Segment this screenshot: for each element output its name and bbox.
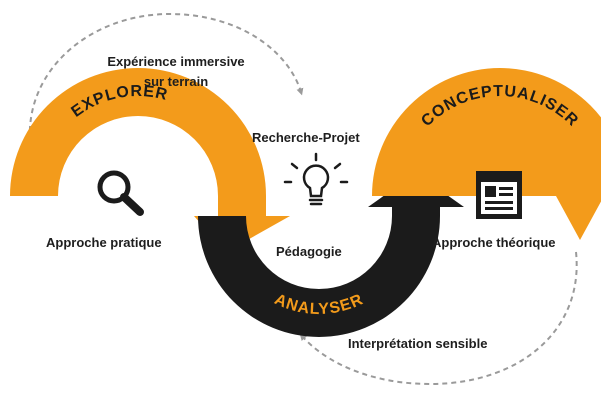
magnifier-icon [97,170,144,216]
analyse-band [198,173,464,337]
immersive-line-2: sur terrain [143,74,209,89]
dashed-arc-top [28,12,304,141]
research-project-label: Recherche-Projet [252,130,360,145]
lightbulb-icon [283,152,349,206]
pedagogy-label: Pédagogie [276,244,342,259]
document-icon [476,171,522,219]
practical-approach-label: Approche pratique [46,235,162,250]
explore-band [10,68,290,252]
immersive-experience-label: Expérience immersive sur terrain [88,52,264,92]
sensitive-interpretation-label: Interprétation sensible [348,336,488,351]
dashed-arc-bottom [299,251,578,386]
theoretical-approach-label: Approche théorique [432,235,556,250]
immersive-line-1: Expérience immersive [107,54,245,69]
conceptualise-band [372,68,601,240]
